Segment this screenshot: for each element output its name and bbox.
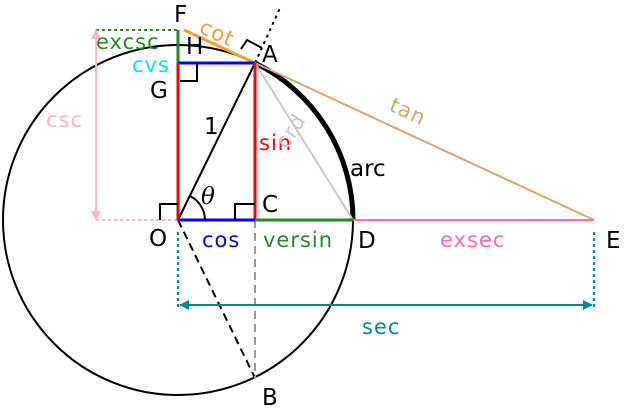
radius-line [177,62,256,221]
point-h-label: H [186,34,203,60]
point-d-label: D [358,228,376,254]
radius-extension-dotted [254,7,281,64]
exsec-label: exsec [440,228,505,252]
arc-label: arc [350,156,386,182]
radius-label: 1 [204,114,219,140]
excsc-label: excsc [96,30,160,54]
sin-label: sin [259,131,292,155]
right-angle-o [159,203,178,220]
sec-label: sec [362,315,400,339]
csc-label: csc [46,108,83,132]
cot-line [183,28,256,65]
arc-segment [253,60,356,221]
angle-label: θ [201,184,215,210]
point-g-label: G [150,78,168,104]
versin-label: versin [263,228,333,252]
tan-label: tan [386,93,430,131]
radius-extension-dashed [177,219,256,379]
point-e-label: E [606,228,621,254]
point-c-label: C [262,192,278,218]
right-angle-c [234,203,255,220]
theta-arc [189,195,206,221]
point-b-label: B [262,385,278,410]
cos-label: cos [202,228,240,252]
right-angle-a [240,38,263,50]
cvs-label: cvs [132,53,170,77]
point-f-label: F [174,2,187,28]
point-a-label: A [262,42,278,68]
right-angle-g [180,63,198,82]
chord-line [254,62,354,221]
point-o-label: O [149,226,167,252]
